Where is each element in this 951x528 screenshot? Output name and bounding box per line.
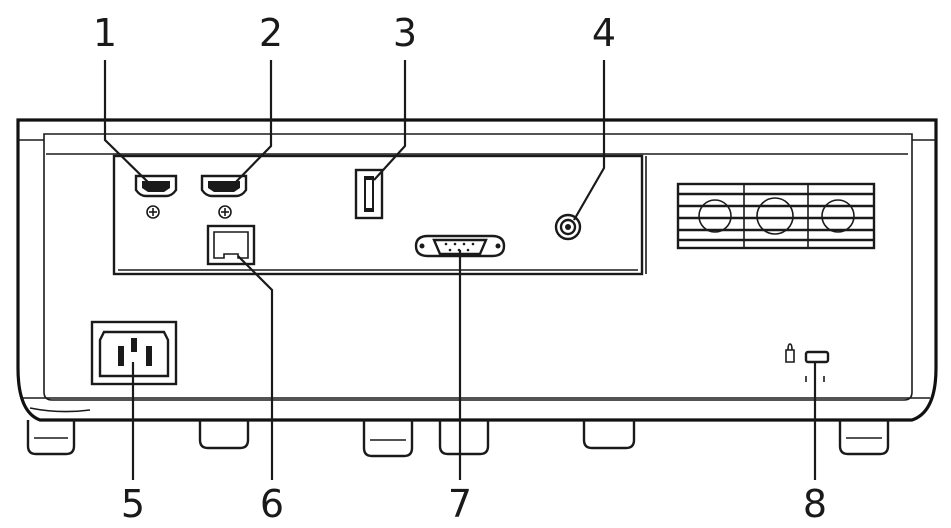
leader-1	[103, 60, 153, 187]
callout-8: 8	[803, 482, 827, 526]
hdmi-port-1	[134, 174, 178, 219]
callout-3: 3	[393, 11, 417, 55]
vent-grille	[676, 182, 876, 250]
audio-jack	[554, 213, 582, 241]
usb-port	[354, 168, 384, 220]
io-panel	[112, 154, 647, 276]
kensington-lock-slot	[785, 343, 830, 382]
callout-7: 7	[448, 482, 472, 526]
callout-1: 1	[93, 11, 117, 55]
callout-2: 2	[259, 11, 283, 55]
leader-3	[373, 60, 407, 181]
callout-6: 6	[260, 482, 284, 526]
leader-lines	[103, 60, 817, 480]
leader-4	[573, 60, 606, 221]
projector-body	[16, 118, 938, 422]
feet	[26, 420, 890, 458]
callout-labels: 1 2 3 4 5 6 7 8	[93, 11, 827, 526]
leader-2	[231, 60, 273, 187]
callout-5: 5	[121, 482, 145, 526]
leader-6	[237, 255, 274, 480]
lan-port	[206, 224, 256, 266]
hdmi-port-2	[200, 174, 248, 219]
callout-4: 4	[592, 11, 616, 55]
